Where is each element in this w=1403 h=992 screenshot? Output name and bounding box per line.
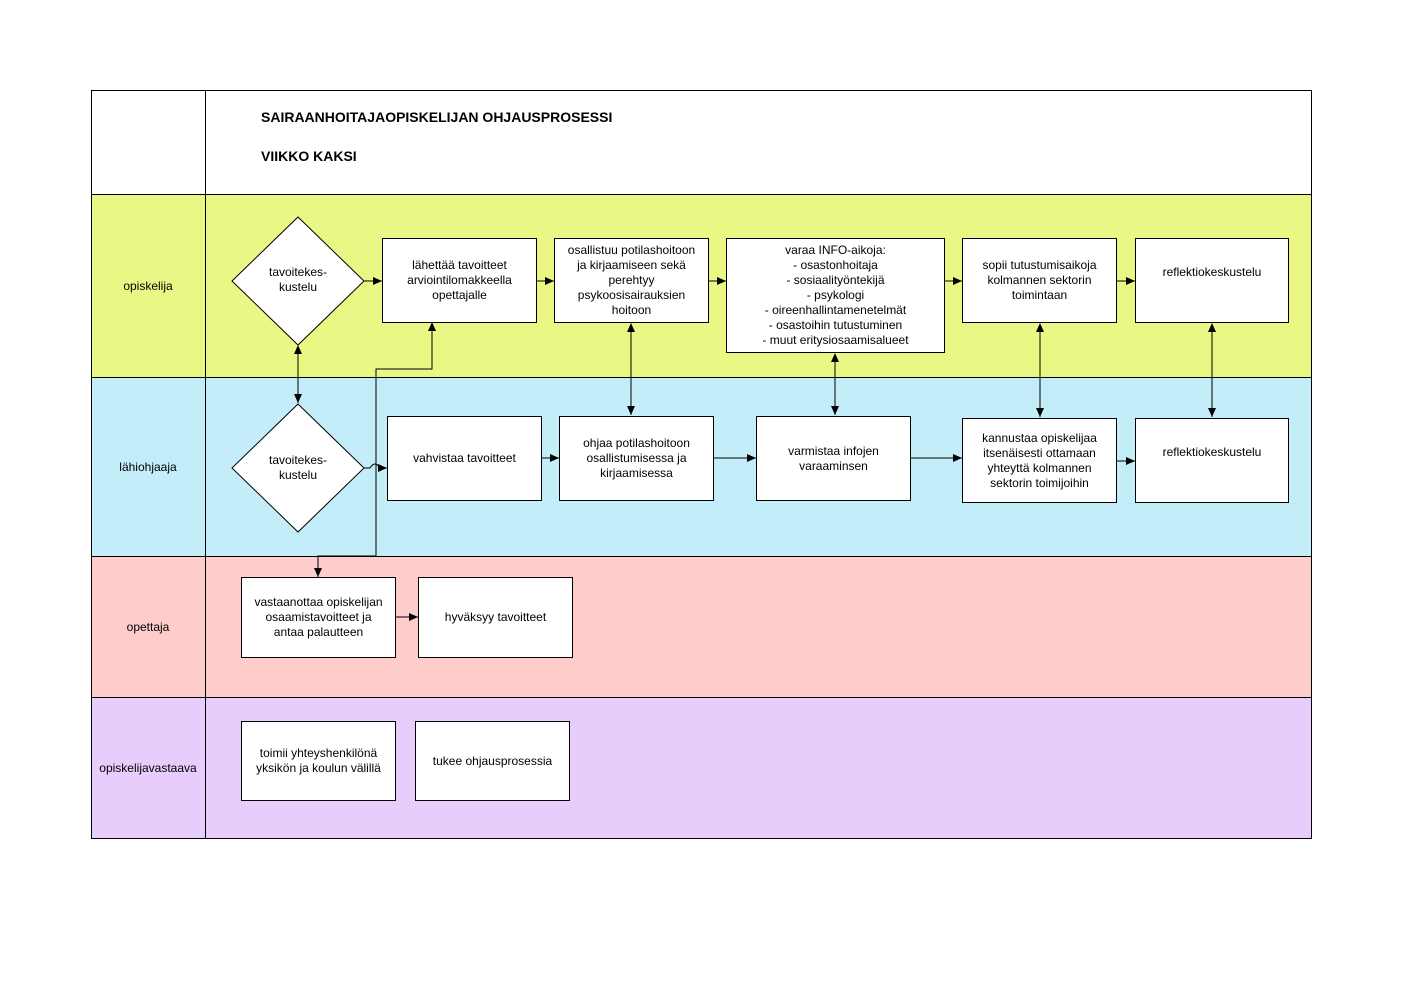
opiskelijavastaava-step-contact: toimii yhteyshenkilönä yksikön ja koulun…	[241, 721, 396, 801]
opiskelija-step-send-goals: lähettää tavoitteet arviointilomakkeella…	[382, 238, 537, 323]
lane-separator	[91, 194, 1312, 195]
opiskelija-step-third-sector: sopii tutustumisaikoja kolmannen sektori…	[962, 238, 1117, 323]
lane-separator	[91, 377, 1312, 378]
lane-label-lahiohjaaja: lähiohjaaja	[119, 459, 177, 474]
opettaja-step-approve-goals: hyväksyy tavoitteet	[418, 577, 573, 658]
lahiohjaaja-step-guide-care: ohjaa potilashoitoon osallistumisessa ja…	[559, 416, 714, 501]
label-column-divider	[205, 90, 206, 839]
lahiohjaaja-step-reflection: reflektiokeskustelu	[1135, 418, 1289, 503]
diagram-title: SAIRAANHOITAJAOPISKELIJAN OHJAUSPROSESSI	[261, 109, 613, 125]
lahiohjaaja-step-verify-info: varmistaa infojen varaaminsen	[756, 416, 911, 501]
header-lane	[91, 90, 1312, 194]
opiskelijavastaava-step-support: tukee ohjausprosessia	[415, 721, 570, 801]
flow-connector	[314, 322, 436, 577]
opiskelija-step-info-sessions: varaa INFO-aikoja: - osastonhoitaja - so…	[726, 238, 945, 353]
opettaja-step-receive-goals: vastaanottaa opiskelijan osaamistavoitte…	[241, 577, 396, 658]
lane-separator	[91, 556, 1312, 557]
decision-label-lahiohjaaja: tavoitekes- kustelu	[268, 453, 328, 482]
lane-label-opiskelijavastaava: opiskelijavastaava	[99, 760, 197, 775]
lahiohjaaja-step-confirm-goals: vahvistaa tavoitteet	[387, 416, 542, 501]
lane-label-opettaja: opettaja	[126, 619, 170, 634]
decision-label-opiskelija: tavoitekes- kustelu	[268, 265, 328, 294]
lane-label-opiskelija: opiskelija	[123, 278, 173, 293]
lane-separator	[91, 697, 1312, 698]
opiskelija-step-patient-care: osallistuu potilashoitoon ja kirjaamisee…	[554, 238, 709, 323]
diagram-subtitle: VIIKKO KAKSI	[261, 148, 357, 164]
opiskelija-step-reflection: reflektiokeskustelu	[1135, 238, 1289, 323]
border-bottom	[91, 838, 1312, 839]
border-top	[91, 90, 1312, 91]
lahiohjaaja-step-encourage: kannustaa opiskelijaa itsenäisesti ottam…	[962, 418, 1117, 503]
